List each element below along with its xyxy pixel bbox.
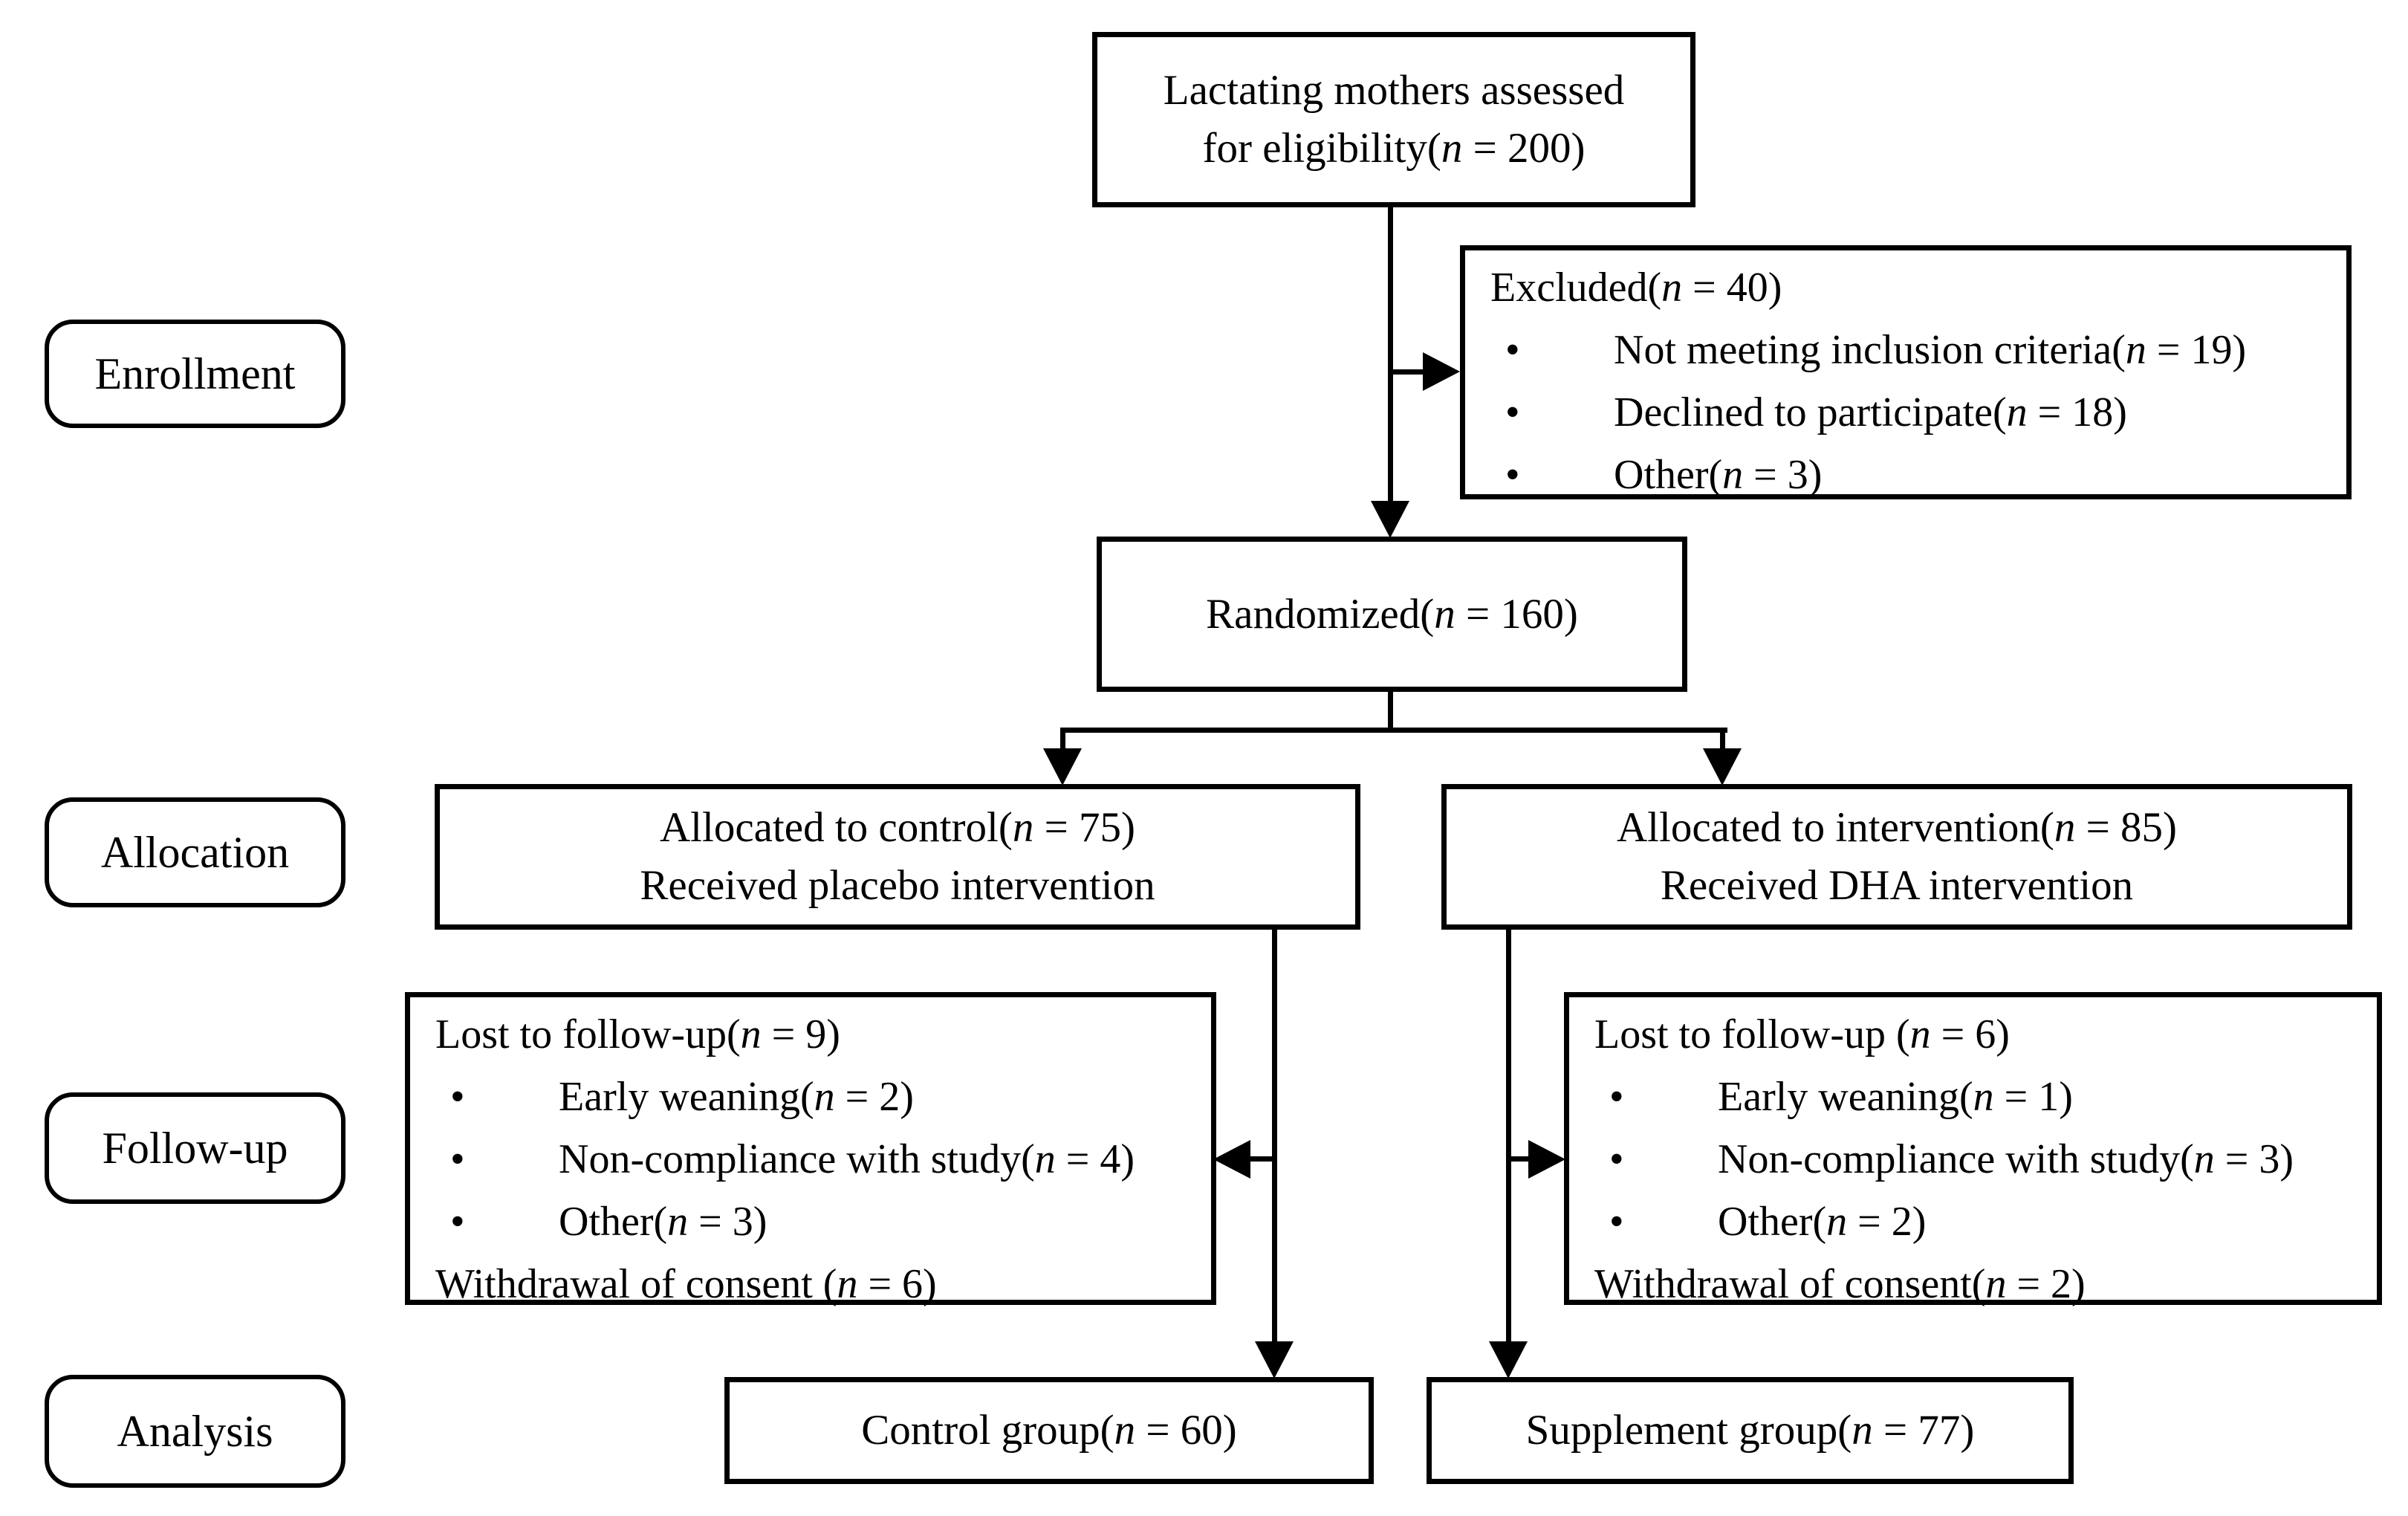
connector-randomized-stub — [1388, 690, 1393, 733]
followup-intervention-box: Lost to follow-up (n = 6) • Early weanin… — [1564, 992, 2382, 1307]
excluded-item: • Not meeting inclusion criteria(n = 19) — [1484, 319, 2327, 381]
followup-intervention-item-text: Other(n = 2) — [1718, 1199, 1927, 1245]
connector-split-left-stub — [1060, 728, 1065, 751]
connector-split-right-stub — [1720, 728, 1725, 751]
connector-branch-to-excluded — [1390, 369, 1427, 375]
allocation-control-line-2: Received placebo intervention — [640, 862, 1155, 909]
followup-control-item: • Early weaning(n = 2) — [429, 1066, 1192, 1128]
followup-intervention-item: • Non-compliance with study(n = 3) — [1588, 1128, 2357, 1191]
bullet-icon: • — [1505, 389, 1520, 435]
stage-label-analysis-text: Analysis — [117, 1406, 273, 1456]
bullet-icon: • — [450, 1136, 465, 1182]
followup-control-item-text: Other(n = 3) — [559, 1199, 767, 1245]
arrowhead-into-analysis-supplement — [1489, 1341, 1528, 1379]
stage-label-analysis: Analysis — [45, 1375, 345, 1488]
arrowhead-into-randomized — [1371, 501, 1409, 538]
arrowhead-into-allocation-intervention — [1703, 748, 1742, 785]
allocation-intervention-box: Allocated to intervention(n = 85) Receiv… — [1441, 784, 2352, 930]
bullet-icon: • — [450, 1074, 465, 1120]
excluded-item: • Declined to participate(n = 18) — [1484, 381, 2327, 444]
stage-label-followup-text: Follow-up — [102, 1123, 288, 1173]
randomized-box: Randomized(n = 160) — [1097, 537, 1687, 692]
followup-control-item-text: Early weaning(n = 2) — [559, 1074, 914, 1120]
followup-control-item: • Non-compliance with study(n = 4) — [429, 1128, 1192, 1191]
arrowhead-into-allocation-control — [1043, 748, 1082, 785]
eligibility-line-1: Lactating mothers assessed — [1163, 67, 1625, 114]
followup-intervention-item-text: Non-compliance with study(n = 3) — [1718, 1136, 2294, 1182]
stage-label-allocation: Allocation — [45, 797, 345, 907]
analysis-supplement-text: Supplement group(n = 77) — [1525, 1407, 1975, 1454]
analysis-supplement-box: Supplement group(n = 77) — [1427, 1377, 2074, 1484]
connector-eligibility-to-randomized — [1388, 205, 1393, 505]
eligibility-box: Lactating mothers assessed for eligibili… — [1092, 32, 1695, 207]
stage-label-allocation-text: Allocation — [100, 827, 290, 877]
bullet-icon: • — [1505, 452, 1520, 498]
excluded-box: Excluded(n = 40) • Not meeting inclusion… — [1460, 245, 2352, 499]
excluded-item: • Other(n = 3) — [1484, 444, 2327, 506]
connector-intervention-to-analysis — [1506, 927, 1511, 1344]
followup-control-title: Lost to follow-up(n = 9) — [435, 1011, 840, 1057]
stage-label-enrollment-text: Enrollment — [94, 349, 296, 398]
connector-split-horizontal — [1060, 728, 1727, 733]
excluded-item-text: Other(n = 3) — [1614, 452, 1823, 498]
arrowhead-into-analysis-control — [1255, 1341, 1294, 1379]
stage-label-enrollment: Enrollment — [45, 320, 345, 428]
bullet-icon: • — [1609, 1136, 1624, 1182]
analysis-control-text: Control group(n = 60) — [861, 1407, 1237, 1454]
bullet-icon: • — [450, 1199, 465, 1245]
stage-label-followup: Follow-up — [45, 1092, 345, 1204]
followup-intervention-item: • Other(n = 2) — [1588, 1191, 2357, 1253]
followup-intervention-title: Lost to follow-up (n = 6) — [1594, 1011, 2010, 1057]
excluded-title: Excluded(n = 40) — [1490, 265, 1782, 311]
bullet-icon: • — [1505, 327, 1520, 373]
arrowhead-into-followup-control — [1213, 1140, 1250, 1179]
analysis-control-box: Control group(n = 60) — [724, 1377, 1374, 1484]
followup-control-footer: Withdrawal of consent (n = 6) — [435, 1261, 937, 1307]
followup-intervention-item-text: Early weaning(n = 1) — [1718, 1074, 2073, 1120]
bullet-icon: • — [1609, 1074, 1624, 1120]
followup-control-box: Lost to follow-up(n = 9) • Early weaning… — [405, 992, 1216, 1307]
eligibility-line-2: for eligibility(n = 200) — [1202, 125, 1586, 172]
allocation-intervention-line-1: Allocated to intervention(n = 85) — [1617, 804, 2177, 851]
followup-intervention-item: • Early weaning(n = 1) — [1588, 1066, 2357, 1128]
connector-branch-to-followup-intervention — [1506, 1156, 1536, 1162]
excluded-item-text: Not meeting inclusion criteria(n = 19) — [1614, 327, 2247, 373]
arrowhead-into-followup-intervention — [1528, 1140, 1565, 1179]
randomized-text: Randomized(n = 160) — [1206, 590, 1578, 638]
followup-control-item: • Other(n = 3) — [429, 1191, 1192, 1253]
excluded-item-text: Declined to participate(n = 18) — [1614, 389, 2127, 435]
connector-branch-to-followup-control — [1247, 1156, 1276, 1162]
allocation-intervention-line-2: Received DHA intervention — [1660, 862, 2134, 909]
followup-control-item-text: Non-compliance with study(n = 4) — [559, 1136, 1135, 1182]
bullet-icon: • — [1609, 1199, 1624, 1245]
arrowhead-into-excluded — [1423, 352, 1460, 391]
allocation-control-box: Allocated to control(n = 75) Received pl… — [435, 784, 1360, 930]
followup-intervention-footer: Withdrawal of consent(n = 2) — [1594, 1261, 2086, 1307]
connector-control-to-analysis — [1272, 927, 1277, 1344]
allocation-control-line-1: Allocated to control(n = 75) — [660, 804, 1135, 851]
